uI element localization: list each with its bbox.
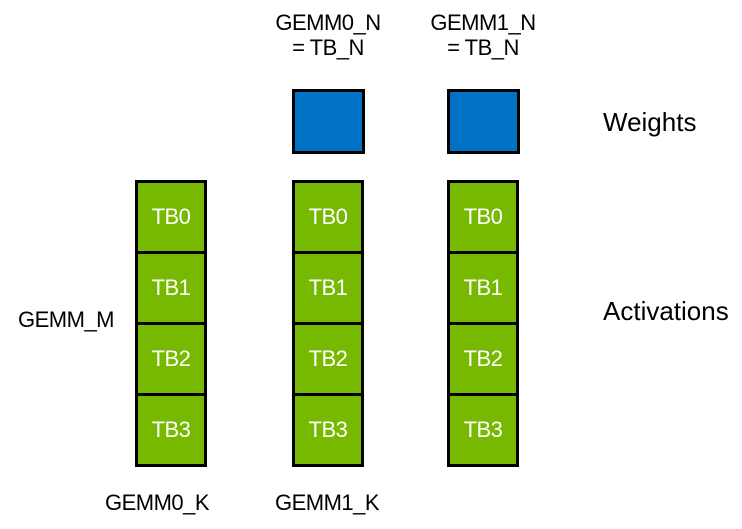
tb-block: TB1 [447,251,519,325]
activation-stack-0: TB0 TB1 TB2 TB3 [135,180,207,467]
gemm1-k-label: GEMM1_K [274,490,380,515]
weights-tile-gemm0 [292,89,365,154]
activations-label: Activations [603,296,729,326]
tb-block: TB1 [135,251,207,325]
tb-block: TB0 [447,180,519,254]
gemm0-n-header: GEMM0_N = TB_N [243,10,413,60]
gemm1-n-line2: = TB_N [447,35,519,60]
gemm1-n-line1: GEMM1_N [430,10,536,35]
weights-label: Weights [603,107,697,137]
tb-block: TB3 [292,393,364,467]
weights-tile-gemm1 [447,89,520,154]
activation-stack-2: TB0 TB1 TB2 TB3 [447,180,519,467]
tb-block: TB2 [135,322,207,396]
tb-block: TB1 [292,251,364,325]
gemm0-k-label: GEMM0_K [104,490,210,515]
tb-block: TB0 [135,180,207,254]
tb-block: TB3 [447,393,519,467]
gemm0-n-line2: = TB_N [292,35,364,60]
tb-block: TB3 [135,393,207,467]
tb-block: TB2 [447,322,519,396]
activation-stack-1: TB0 TB1 TB2 TB3 [292,180,364,467]
gemm-m-label: GEMM_M [18,307,115,332]
gemm0-n-line1: GEMM0_N [275,10,381,35]
gemm1-n-header: GEMM1_N = TB_N [398,10,568,60]
tb-block: TB0 [292,180,364,254]
tb-block: TB2 [292,322,364,396]
